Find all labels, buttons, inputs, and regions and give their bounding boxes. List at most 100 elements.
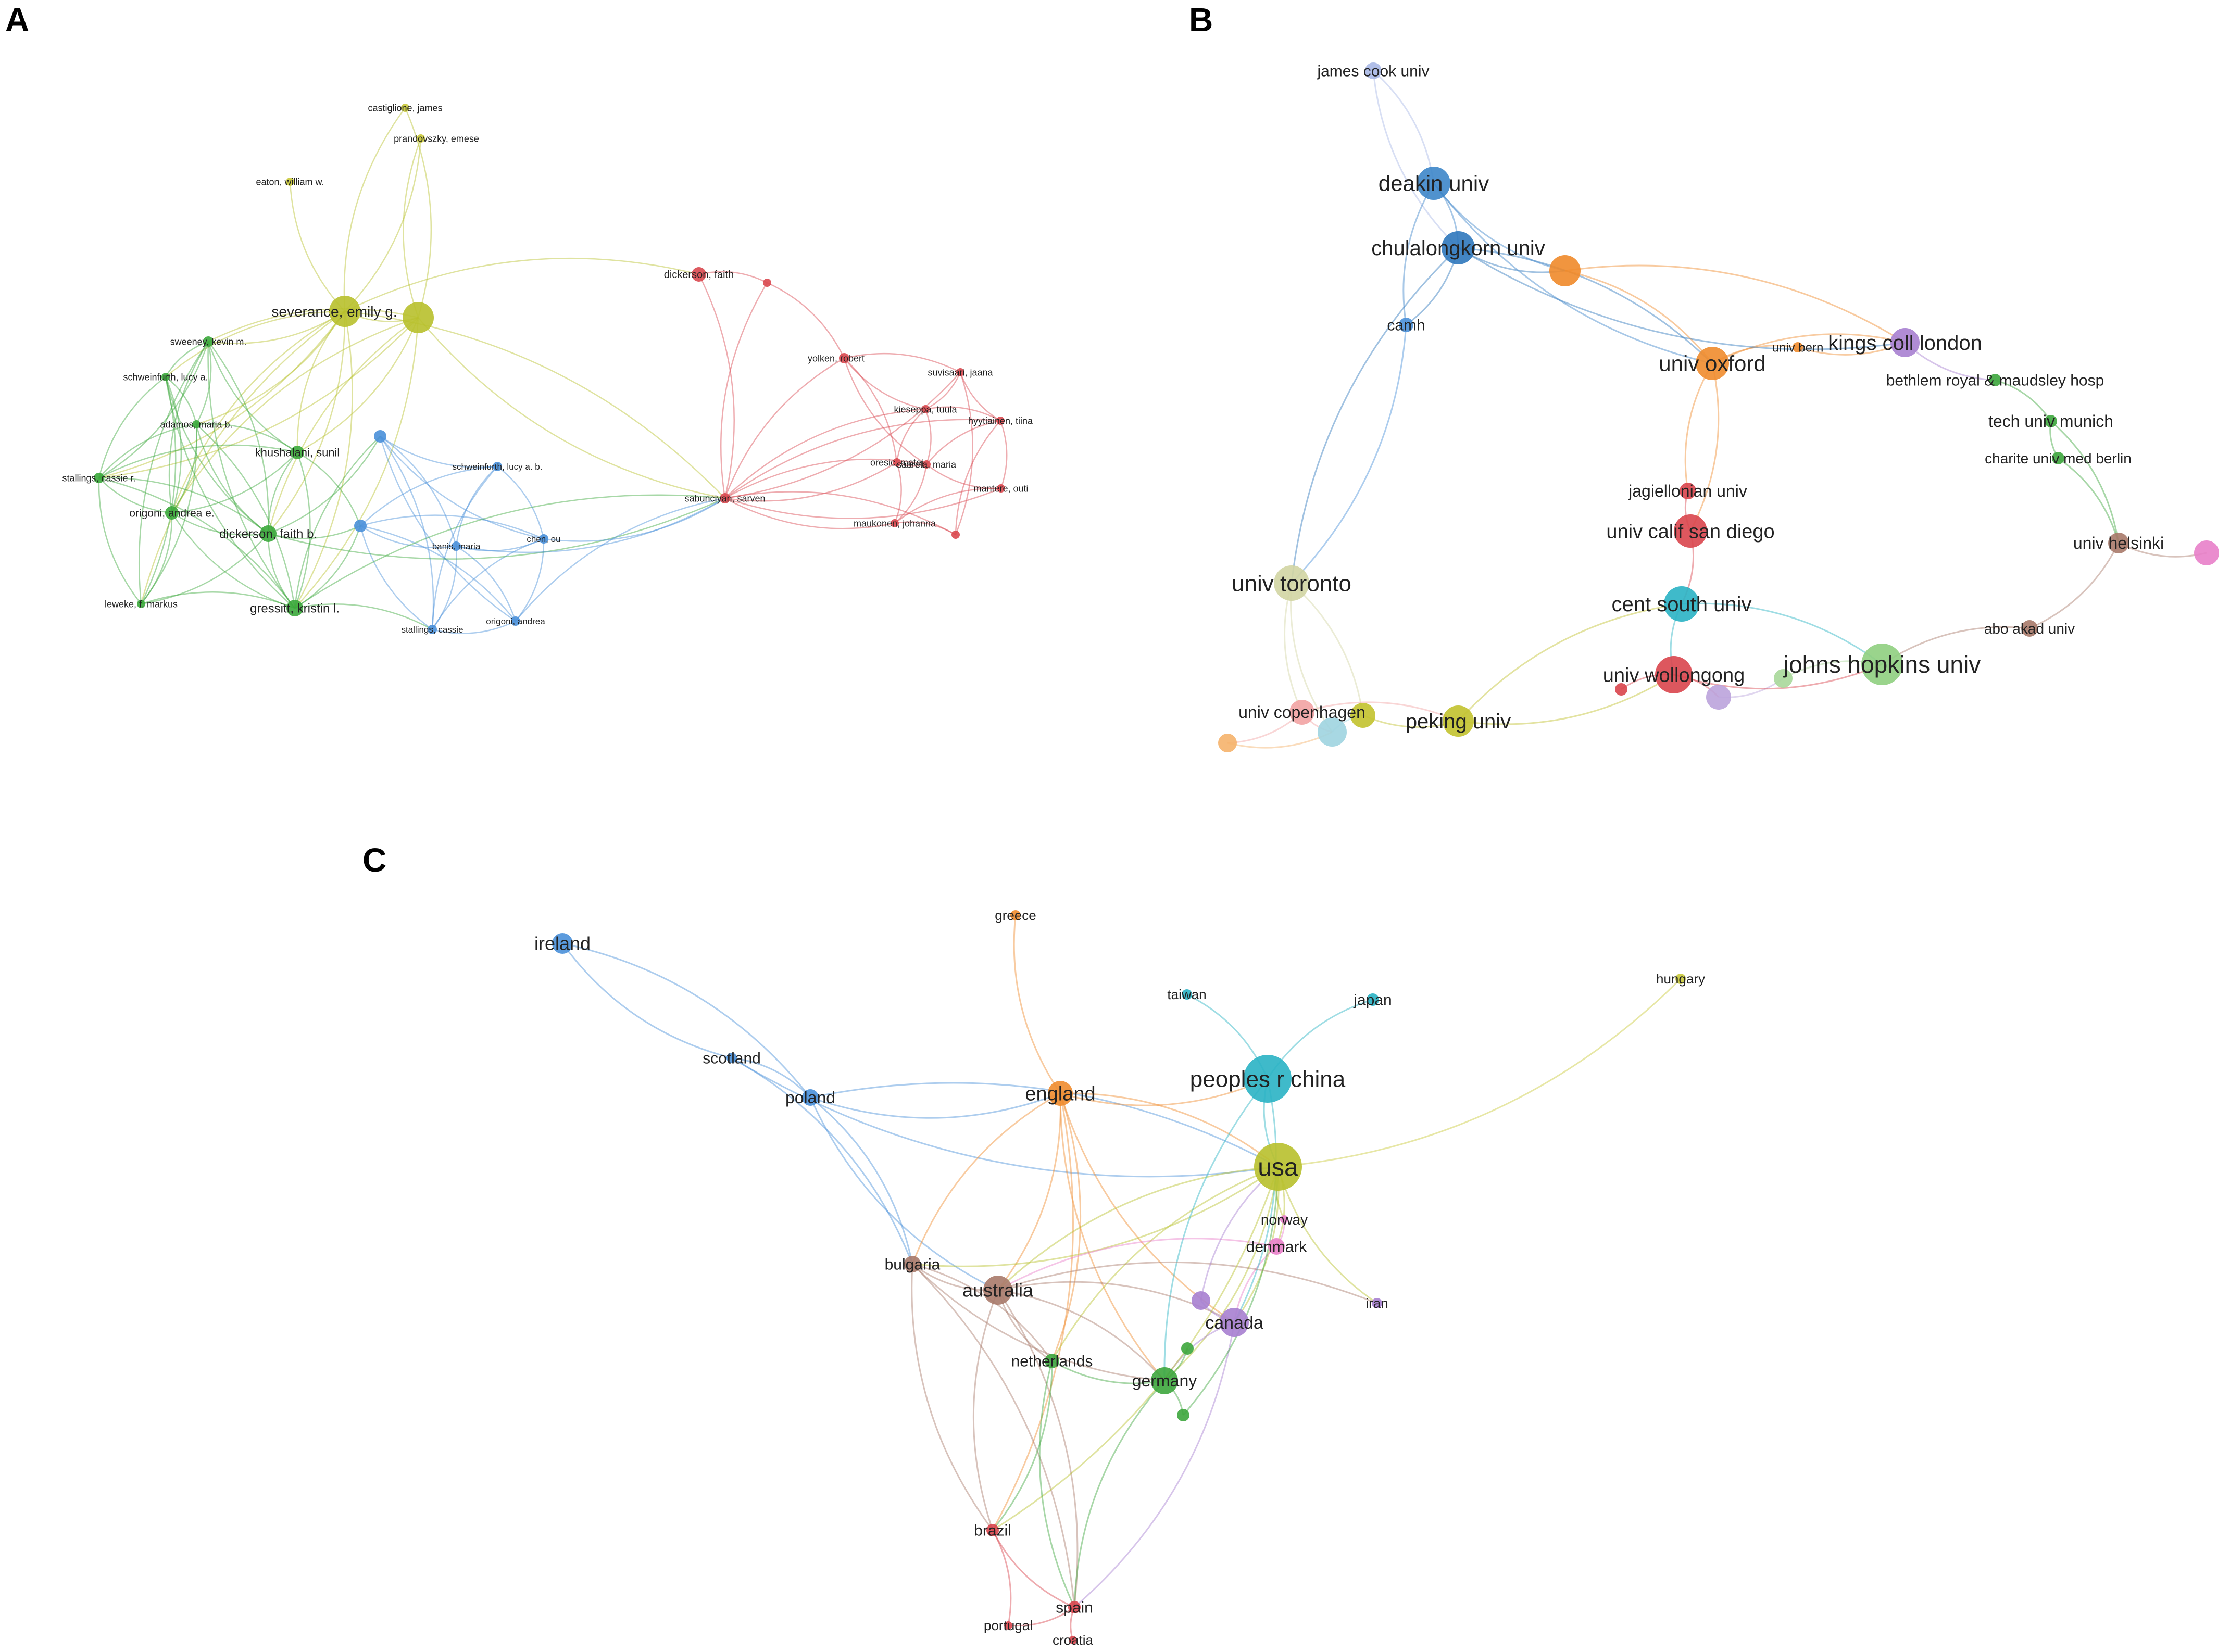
panel-c-node-label: netherlands	[1011, 1353, 1093, 1370]
panel-a-node[interactable]	[286, 178, 294, 186]
panel-c-node[interactable]	[904, 1256, 921, 1272]
panel-a-node[interactable]	[417, 134, 425, 143]
panel-b-node[interactable]	[1318, 717, 1347, 747]
panel-b-node[interactable]	[1274, 565, 1309, 601]
panel-a-node[interactable]	[921, 405, 930, 413]
panel-c-node[interactable]	[1367, 993, 1379, 1006]
panel-a-node-label: yolken, robert	[808, 353, 865, 363]
panel-a-node[interactable]	[720, 493, 730, 503]
panel-a-node[interactable]	[951, 531, 960, 539]
panel-a-node[interactable]	[192, 420, 201, 428]
panel-c-node[interactable]	[1068, 1601, 1081, 1613]
panel-c-node[interactable]	[1268, 1238, 1285, 1255]
panel-b-node[interactable]	[1989, 374, 2001, 386]
panel-c-node[interactable]	[1151, 1367, 1178, 1394]
panel-c-node[interactable]	[1244, 1055, 1292, 1103]
panel-c-node[interactable]	[1182, 989, 1192, 1000]
panel-b-node[interactable]	[1774, 669, 1793, 688]
panel-a-edge	[98, 477, 269, 534]
panel-b-node[interactable]	[1399, 318, 1413, 332]
panel-a-node[interactable]	[401, 104, 409, 112]
panel-b-node[interactable]	[1674, 514, 1707, 548]
panel-b-node[interactable]	[1615, 683, 1627, 696]
panel-b-node[interactable]	[1289, 700, 1314, 725]
panel-b-node[interactable]	[1443, 705, 1474, 737]
panel-c-node[interactable]	[1004, 1621, 1012, 1630]
panel-b-node[interactable]	[2108, 533, 2129, 553]
panel-a-node[interactable]	[997, 484, 1005, 493]
panel-b-node[interactable]	[1417, 167, 1450, 200]
panel-c-node[interactable]	[552, 933, 573, 954]
panel-c-edge	[997, 1289, 1166, 1381]
panel-a-node[interactable]	[428, 625, 437, 634]
panel-a-node[interactable]	[891, 519, 899, 527]
panel-a-node[interactable]	[354, 520, 367, 532]
panel-c-node[interactable]	[1192, 1291, 1210, 1310]
panel-b-node[interactable]	[1549, 255, 1581, 286]
panel-a-node[interactable]	[511, 616, 520, 626]
panel-a-node[interactable]	[260, 525, 277, 542]
panel-a-node[interactable]	[839, 353, 849, 363]
panel-c-node[interactable]	[1675, 974, 1686, 984]
panel-b-node[interactable]	[2052, 452, 2064, 464]
panel-c-node[interactable]	[1010, 910, 1021, 920]
panel-b-node-label: univ oxford	[1659, 351, 1765, 376]
panel-a-node[interactable]	[329, 296, 360, 327]
panel-a-edge	[380, 435, 498, 468]
panel-b-node[interactable]	[1664, 586, 1699, 622]
panel-b-node[interactable]	[1442, 231, 1475, 264]
panel-b-node[interactable]	[2194, 540, 2219, 565]
panel-c-node[interactable]	[1280, 1215, 1288, 1224]
panel-c-node[interactable]	[1254, 1143, 1302, 1191]
panel-a-node[interactable]	[137, 600, 145, 608]
panel-a-node[interactable]	[493, 462, 502, 471]
panel-c-node[interactable]	[802, 1089, 819, 1106]
panel-b-edge	[1673, 663, 1883, 690]
panel-b-node[interactable]	[1680, 483, 1696, 499]
panel-a-edge	[403, 138, 422, 318]
panel-c-node[interactable]	[1220, 1308, 1249, 1337]
panel-a-node[interactable]	[956, 368, 964, 376]
panel-a-node[interactable]	[94, 473, 104, 483]
panel-b-node[interactable]	[1696, 347, 1729, 380]
panel-a-edge	[924, 409, 932, 465]
panel-b-node[interactable]	[1218, 734, 1237, 752]
panel-b-node[interactable]	[1655, 656, 1693, 693]
panel-c-node[interactable]	[983, 1276, 1012, 1305]
panel-c-node[interactable]	[1372, 1298, 1382, 1308]
panel-a-node[interactable]	[452, 541, 461, 551]
panel-b-node-label: cent south univ	[1611, 593, 1751, 616]
panel-a-node[interactable]	[374, 430, 386, 443]
panel-b-edge	[1301, 701, 1459, 722]
panel-b-node[interactable]	[1890, 328, 1920, 357]
panel-c-node[interactable]	[1069, 1636, 1077, 1644]
panel-a-node[interactable]	[165, 506, 179, 520]
panel-a-node[interactable]	[893, 458, 901, 466]
panel-b-node[interactable]	[1706, 685, 1731, 710]
panel-a-edge	[431, 546, 457, 630]
panel-c-node[interactable]	[1048, 1081, 1073, 1106]
panel-a-node[interactable]	[692, 267, 706, 282]
panel-a-node[interactable]	[291, 446, 304, 459]
panel-a-node[interactable]	[996, 417, 1005, 425]
panel-c-node[interactable]	[1045, 1354, 1059, 1368]
panel-b-node[interactable]	[2045, 415, 2057, 427]
panel-c-node[interactable]	[726, 1053, 737, 1063]
panel-a-node[interactable]	[922, 460, 931, 469]
panel-a-node[interactable]	[403, 302, 434, 333]
panel-c-node[interactable]	[1181, 1342, 1194, 1355]
panel-a-node[interactable]	[539, 534, 548, 544]
panel-a-node[interactable]	[203, 336, 214, 347]
panel-b-node[interactable]	[1365, 62, 1382, 79]
panel-a-node[interactable]	[286, 600, 303, 616]
panel-a-edge	[171, 317, 419, 513]
panel-b-node[interactable]	[1861, 644, 1903, 685]
panel-a-node-label: banis, maria	[432, 541, 481, 551]
panel-b-node[interactable]	[1793, 342, 1803, 352]
panel-b-node[interactable]	[2021, 620, 2038, 637]
panel-c-node[interactable]	[1177, 1409, 1189, 1421]
panel-b-node[interactable]	[1350, 703, 1375, 728]
panel-a-node[interactable]	[763, 279, 771, 287]
panel-c-node[interactable]	[986, 1524, 999, 1536]
panel-a-node[interactable]	[161, 373, 170, 381]
